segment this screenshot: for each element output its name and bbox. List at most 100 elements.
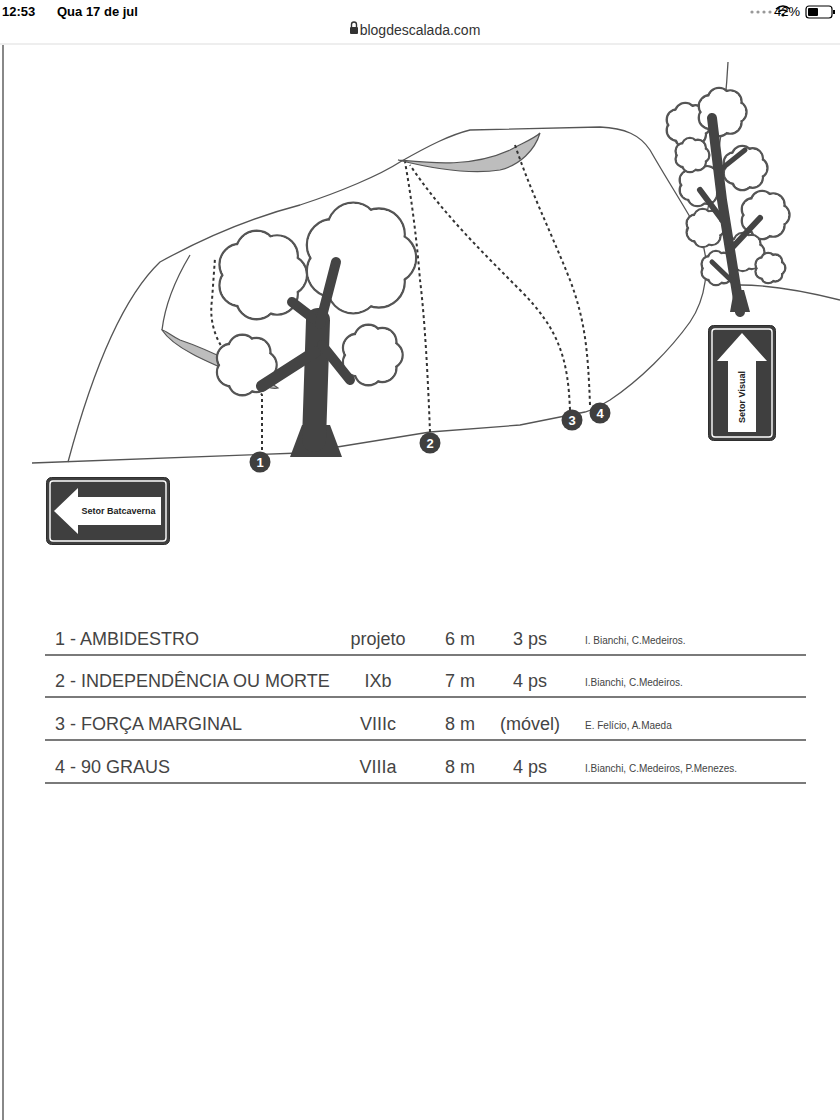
route-lines (410, 165, 570, 410)
sector-sign: Setor Visual (708, 325, 776, 441)
tree-trunks (712, 262, 736, 285)
status-bar-icons (808, 8, 818, 16)
sector-sign: Setor Batcaverna (46, 477, 170, 545)
callout-label: 1 (256, 456, 263, 469)
crown-fill (354, 210, 403, 259)
status-text: blogdescalada.com (360, 22, 481, 39)
table-rules (45, 696, 806, 698)
status-bar-icons (352, 22, 357, 27)
table-rules (45, 782, 806, 784)
table-rules (45, 655, 806, 783)
table-rules (45, 739, 806, 741)
route-lines (405, 162, 430, 432)
sign-plate (709, 326, 776, 441)
callout-label: 4 (596, 407, 603, 420)
crown-fill (369, 329, 395, 355)
sign-plate (47, 478, 170, 545)
sign-inner-frame (50, 481, 166, 541)
crown-fill (763, 195, 783, 215)
rock-ledges (162, 133, 540, 389)
tree-trunks (730, 290, 750, 312)
status-text: 12:53 (2, 4, 35, 20)
route-lines (515, 145, 590, 405)
status-text: Qua 17 de jul (57, 4, 138, 20)
sign-label: Setor Visual (738, 371, 747, 423)
rock-ledges (398, 133, 540, 172)
callout-disc (420, 433, 441, 454)
rock-outline (162, 255, 190, 330)
tree-trunks (292, 302, 318, 322)
callout-disc (250, 452, 271, 473)
callout-disc (590, 403, 611, 424)
tree-trunks (730, 218, 760, 250)
rock-outline (740, 285, 840, 300)
tree-trunks (700, 190, 726, 225)
rock-outline (68, 127, 706, 462)
table-rules (45, 654, 806, 656)
rock-outline (32, 62, 840, 463)
tree-trunks (262, 352, 315, 386)
route-length: 8 m (445, 757, 475, 779)
crown-fill (691, 141, 705, 155)
crown-fill (744, 236, 759, 251)
crown-fill (769, 256, 781, 268)
route-grade: IXb (364, 671, 391, 693)
tree-crown (676, 138, 710, 172)
route-authors: I. Bianchi, C.Medeiros. (585, 635, 686, 647)
callout-number: 4 (589, 402, 611, 424)
sign-inner-frame (712, 329, 772, 437)
crown-fill (243, 339, 269, 365)
route-protection: 4 ps (513, 757, 547, 779)
route-name: 4 - 90 GRAUS (55, 757, 170, 779)
tree-trunks (320, 262, 336, 324)
status-bar-icons (756, 10, 759, 13)
sign-arrow (54, 488, 161, 534)
route-grade: VIIIc (360, 714, 396, 736)
crown-fill (258, 237, 297, 276)
callout-disc (562, 410, 583, 431)
status-text: 42% (774, 4, 800, 20)
route-protection: (móvel) (500, 714, 560, 736)
crown-fill (720, 92, 740, 112)
page-frame (2, 45, 4, 1120)
tree-trunks (720, 150, 745, 170)
route-length: 8 m (445, 714, 475, 736)
callout-label: 2 (426, 437, 433, 450)
status-bar-icons (833, 10, 835, 14)
route-grade: projeto (350, 629, 405, 651)
page-frame (0, 44, 840, 45)
tree-trunks (322, 345, 350, 380)
route-authors: I.Bianchi, C.Medeiros. (585, 677, 683, 689)
callout-number: 2 (419, 432, 441, 454)
callout-label: 3 (568, 414, 575, 427)
tree-crown (756, 253, 786, 283)
status-bar-icons (762, 10, 765, 13)
route-protection: 3 ps (513, 629, 547, 651)
tree-crown (699, 88, 747, 136)
route-authors: I.Bianchi, C.Medeiros, P.Menezes. (585, 763, 737, 775)
status-bar-icons (806, 6, 832, 18)
callout-number: 1 (249, 451, 271, 473)
route-authors: E. Felício, A.Maeda (585, 720, 672, 732)
route-grade: VIIIa (359, 757, 396, 779)
sign-label: Setor Batcaverna (81, 507, 155, 516)
tree-trunks (262, 118, 760, 457)
status-bar-icons (350, 27, 358, 34)
route-name: 2 - INDEPENDÊNCIA OU MORTE (55, 671, 330, 693)
route-name: 1 - AMBIDESTRO (55, 629, 199, 651)
tree-crowns (217, 88, 789, 395)
route-length: 7 m (445, 671, 475, 693)
status-bar-icons (750, 10, 753, 13)
tree-trunks (314, 320, 318, 440)
route-protection: 4 ps (513, 671, 547, 693)
sign-arrow (717, 333, 767, 432)
status-bar-icons (768, 10, 771, 13)
callout-number: 3 (561, 409, 583, 431)
page-frame (0, 44, 840, 1120)
route-lines (211, 145, 590, 450)
route-length: 6 m (445, 629, 475, 651)
route-name: 3 - FORÇA MARGINAL (55, 714, 242, 736)
